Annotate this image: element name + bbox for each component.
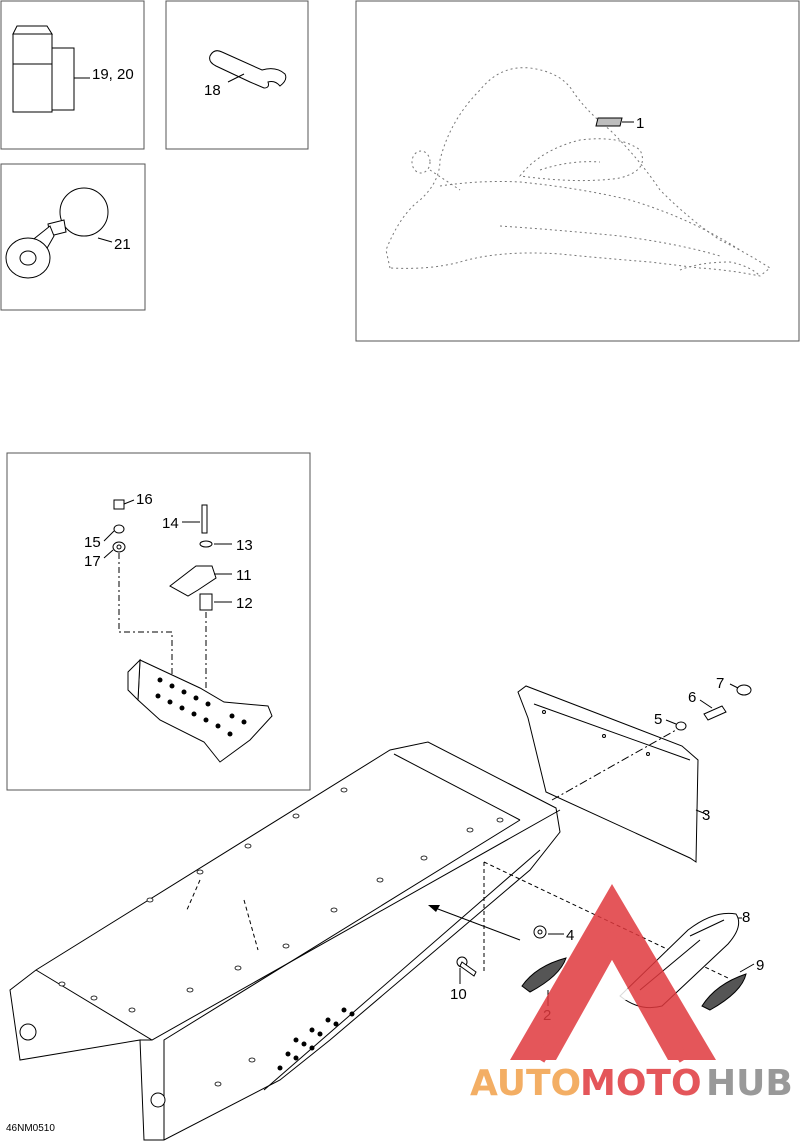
callout-15: 15 — [84, 534, 101, 551]
snowmobile-outline — [385, 67, 771, 277]
inset-box-1: 1 — [355, 0, 800, 342]
watermark-logo: AUTO MOTO HUB — [470, 884, 793, 1104]
callout-8: 8 — [742, 909, 750, 926]
callout-4: 4 — [566, 927, 574, 944]
snow-flap-part — [517, 685, 707, 863]
watermark-text-auto: AUTO — [470, 1063, 581, 1104]
callout-19-20: 19, 20 — [92, 66, 134, 83]
bolt-icon-6 — [699, 699, 727, 721]
callout-3: 3 — [702, 807, 710, 824]
bracket-icon-11 — [169, 565, 232, 597]
screw-icon — [113, 499, 135, 510]
inset-box-19-20: 19, 20 — [0, 0, 145, 150]
block-part-icon — [12, 25, 90, 113]
callout-9: 9 — [756, 957, 764, 974]
callout-14: 14 — [162, 515, 179, 532]
tunnel-assembly — [9, 741, 561, 1141]
footrest-bracket-icon — [127, 658, 273, 763]
washer-icon-15 — [103, 524, 125, 542]
inset-box-11-17: 16 15 17 14 13 11 1 — [6, 452, 311, 791]
callout-1: 1 — [636, 115, 644, 132]
callout-6: 6 — [688, 689, 696, 706]
bolt-icon-14 — [182, 504, 208, 534]
inset-box-21: 21 — [0, 163, 146, 311]
spacer-icon-12 — [199, 593, 232, 611]
callout-12: 12 — [236, 595, 253, 612]
watermark-text-moto: MOTO — [580, 1063, 702, 1104]
nut-icon-17 — [103, 541, 126, 559]
diagram-code: 46NM0510 — [6, 1123, 55, 1134]
callout-13: 13 — [236, 537, 253, 554]
nut-icon-4 — [533, 925, 564, 939]
watermark-text-hub: HUB — [706, 1063, 793, 1104]
callout-16: 16 — [136, 491, 153, 508]
horn-icon — [5, 187, 113, 279]
callout-5: 5 — [654, 711, 662, 728]
clip-icon-7 — [729, 683, 752, 696]
callout-7: 7 — [716, 675, 724, 692]
callout-18: 18 — [204, 82, 221, 99]
callout-11: 11 — [236, 567, 252, 584]
reflector-icon-9 — [701, 963, 755, 1011]
inset-box-18: 18 — [165, 0, 309, 150]
decal-part-icon — [595, 117, 634, 127]
spanner-wrench-icon — [209, 50, 287, 89]
callout-17: 17 — [84, 553, 101, 570]
washer-icon-13 — [199, 540, 232, 548]
callout-10: 10 — [450, 986, 467, 1003]
washer-icon-5 — [665, 719, 687, 731]
screw-icon-10 — [456, 956, 477, 984]
callout-21: 21 — [114, 236, 131, 253]
